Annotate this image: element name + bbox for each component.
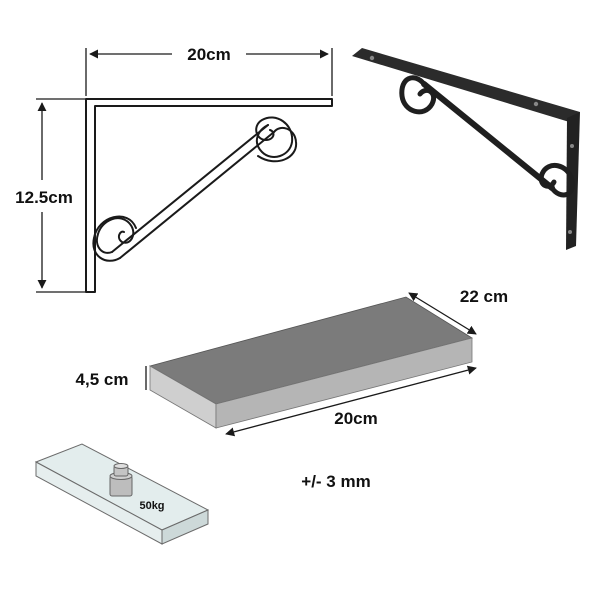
bracket-photo-icon bbox=[352, 48, 580, 250]
shelf-length-label: 20cm bbox=[334, 409, 377, 428]
bracket-width-label: 20cm bbox=[187, 45, 230, 64]
shelf-thickness-label: 4,5 cm bbox=[76, 370, 129, 389]
bracket-height-label: 12.5cm bbox=[15, 188, 73, 207]
weight-icon bbox=[109, 463, 133, 497]
bracket-outline-icon bbox=[85, 98, 333, 293]
shelf-board-icon bbox=[148, 296, 474, 429]
bracket-width-dimension bbox=[85, 48, 333, 96]
weight-label: 50kg bbox=[139, 500, 164, 512]
bracket-height-dimension bbox=[36, 98, 86, 293]
shelf-depth-label: 22 cm bbox=[460, 287, 508, 306]
shelf-depth-dimension bbox=[408, 292, 477, 335]
tolerance-label: +/- 3 mm bbox=[301, 472, 370, 491]
shelf-length-dimension bbox=[225, 365, 477, 437]
